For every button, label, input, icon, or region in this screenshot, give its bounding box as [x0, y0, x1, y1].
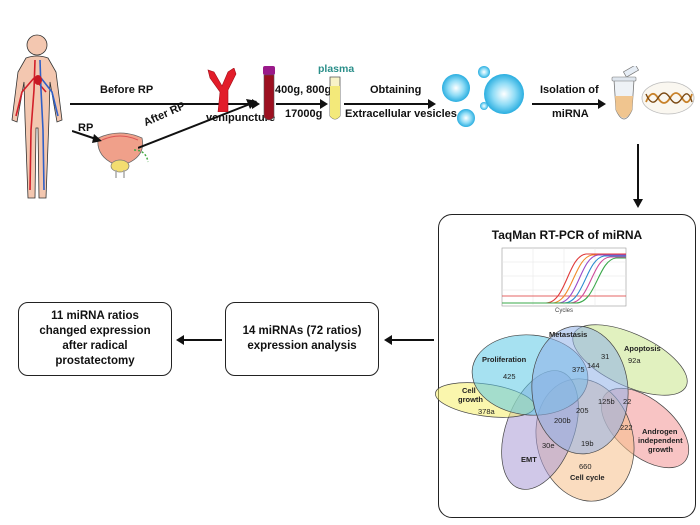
arrow-down-taqman — [633, 144, 643, 208]
venn-value-30e: 30e — [542, 441, 555, 450]
venn-value-375: 375 — [572, 365, 585, 374]
obtaining-label: Obtaining — [370, 84, 422, 96]
result-line1: 11 miRNA ratios — [51, 310, 139, 322]
venn-label-androgen-2: independent — [638, 436, 683, 445]
venipuncture-label: venipuncture — [206, 112, 276, 124]
rna-icon — [641, 81, 695, 115]
result-box: 11 miRNA ratios changed expression after… — [18, 302, 172, 376]
venn-value-22: 22 — [623, 397, 632, 406]
pcr-x-label: Cycles — [555, 308, 574, 314]
venn-value-378a: 378a — [478, 407, 495, 416]
prostate-illustration — [97, 132, 149, 178]
arrow-to-result — [176, 335, 222, 345]
extracellular-vesicles-label: Extracellular vesicles — [345, 108, 457, 120]
venn-label-emt: EMT — [521, 455, 537, 464]
venn-label-metastasis: Metastasis — [549, 330, 588, 339]
centrifuge-speeds-label: 400g, 800g — [275, 84, 332, 96]
venn-diagram — [435, 324, 690, 502]
venn-label-androgen-3: growth — [648, 445, 673, 454]
analysis-line2: expression analysis — [247, 340, 357, 352]
venn-value-200b: 200b — [554, 416, 571, 425]
taqman-title: TaqMan RT-PCR of miRNA — [491, 228, 643, 242]
arrow-obtaining — [344, 99, 436, 109]
result-line3: after radical — [62, 340, 128, 352]
venn-value-222: 222 — [620, 423, 633, 432]
plasma-label: plasma — [318, 63, 355, 75]
venn-value-660: 660 — [579, 462, 592, 471]
venn-label-proliferation: Proliferation — [482, 355, 527, 364]
venn-label-cell-cycle: Cell cycle — [570, 473, 605, 482]
venn-label-androgen-1: Androgen — [642, 427, 678, 436]
venn-label-apoptosis: Apoptosis — [624, 344, 661, 353]
isolation-label-line2: miRNA — [552, 108, 589, 120]
isolation-label-line1: Isolation of — [540, 84, 599, 96]
arrow-after-rp — [138, 99, 257, 149]
venn-value-31: 31 — [601, 352, 610, 361]
centrifuge-high-label: 17000g — [285, 108, 323, 120]
before-rp-label: Before RP — [100, 84, 154, 96]
human-body-illustration — [11, 34, 63, 199]
venn-value-19b: 19b — [581, 439, 594, 448]
rp-label: RP — [78, 122, 94, 134]
venn-set-metastasis — [531, 325, 629, 455]
result-line4: prostatectomy — [55, 355, 135, 367]
venn-value-92a: 92a — [628, 356, 641, 365]
plasma-tube-icon — [329, 76, 341, 120]
blood-tube-icon — [263, 66, 275, 121]
eppendorf-tube-icon — [611, 66, 640, 120]
venn-value-425: 425 — [503, 372, 516, 381]
pcr-amplification-plot — [501, 247, 627, 307]
extracellular-vesicles-icon — [442, 66, 524, 127]
venn-value-205: 205 — [576, 406, 589, 415]
arrow-centrifuge — [276, 99, 328, 109]
venn-value-125b: 125b — [598, 397, 615, 406]
venn-label-cell-growth-1: Cell — [462, 386, 476, 395]
venn-label-cell-growth-2: growth — [458, 395, 483, 404]
arrow-to-analysis — [384, 335, 434, 345]
blood-vessel-icon — [207, 68, 237, 112]
analysis-box: 14 miRNAs (72 ratios) expression analysi… — [225, 302, 379, 376]
venn-value-144: 144 — [587, 361, 600, 370]
result-line2: changed expression — [39, 325, 151, 337]
arrow-isolation — [532, 99, 606, 109]
arrow-rp — [72, 130, 102, 143]
analysis-line1: 14 miRNAs (72 ratios) — [242, 325, 362, 337]
